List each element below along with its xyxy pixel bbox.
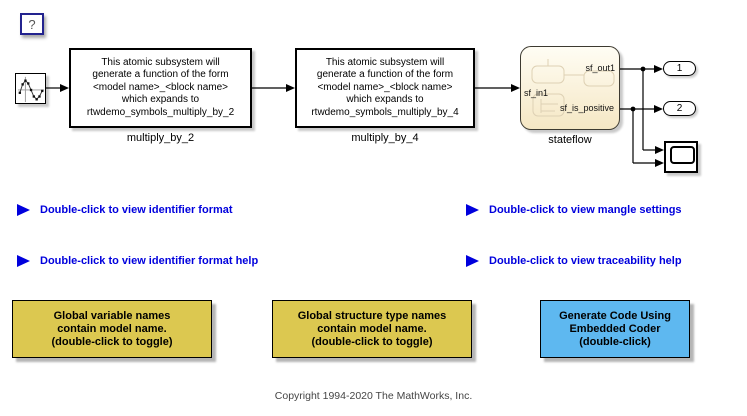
stateflow-input-port-label: sf_in1 [524,88,549,98]
subsystem-multiply-by-4[interactable]: This atomic subsystem will generate a fu… [295,48,475,128]
link-label: Double-click to view traceability help [489,255,682,267]
link-identifier-format[interactable]: Double-click to view identifier format [17,204,233,216]
link-arrow-icon [17,255,30,267]
subsystem-multiply-by-2-label: multiply_by_2 [126,132,195,144]
statechart-sketch-icon [531,59,615,117]
link-label: Double-click to view mangle settings [489,204,682,216]
stateflow-block-label: stateflow [548,134,592,146]
stateflow-output2-port-label: sf_is_positive [559,103,614,113]
stateflow-output1-port-label: sf_out1 [585,63,615,73]
outport-1[interactable]: 1 [663,61,696,76]
scope-display-icon [670,146,695,164]
stateflow-chart-block[interactable]: sf_in1 sf_out1 sf_is_positive [520,46,620,130]
link-arrow-icon [17,204,30,216]
link-identifier-format-help[interactable]: Double-click to view identifier format h… [17,255,258,267]
link-traceability-help[interactable]: Double-click to view traceability help [466,255,682,267]
scope-block[interactable] [664,141,698,173]
discrete-sine-wave-icon [17,76,44,102]
subsystem-multiply-by-2[interactable]: This atomic subsystem will generate a fu… [69,48,252,128]
outport-2[interactable]: 2 [663,101,696,116]
subsystem-multiply-by-4-label: multiply_by_4 [351,132,419,144]
copyright-notice: Copyright 1994-2020 The MathWorks, Inc. [274,390,473,402]
link-arrow-icon [466,255,479,267]
subsystem-body-text: This atomic subsystem will generate a fu… [86,56,235,118]
link-arrow-icon [466,204,479,216]
toggle-variable-names-button[interactable]: Global variable names contain model name… [12,300,212,358]
toggle-structure-names-button[interactable]: Global structure type names contain mode… [272,300,472,358]
link-label: Double-click to view identifier format [40,204,233,216]
link-mangle-settings[interactable]: Double-click to view mangle settings [466,204,682,216]
subsystem-body-text: This atomic subsystem will generate a fu… [311,56,459,118]
link-label: Double-click to view identifier format h… [40,255,259,267]
signal-source-block[interactable] [15,73,46,104]
generate-code-button[interactable]: Generate Code Using Embedded Coder (doub… [540,300,690,358]
help-button[interactable]: ? [20,13,44,35]
